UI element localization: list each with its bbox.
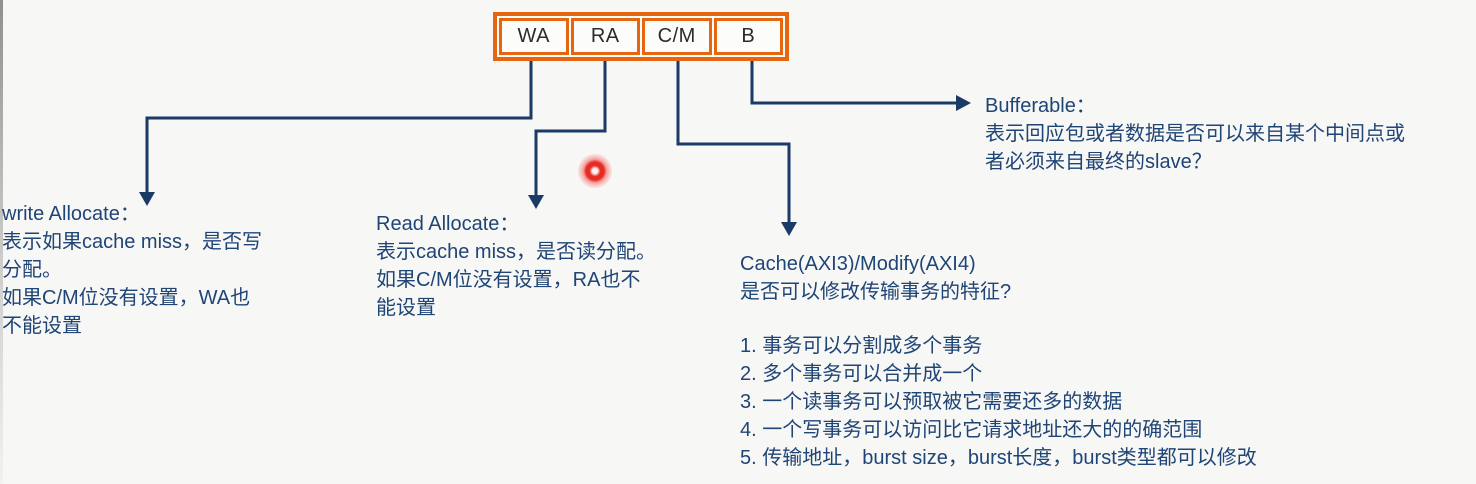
cache-modify-item: 2. 多个事务可以合并成一个 <box>740 363 983 385</box>
bufferable-title: Bufferable： <box>985 95 1096 117</box>
cm-connector-line <box>676 61 791 224</box>
cache-modify-item: 1. 事务可以分割成多个事务 <box>740 335 983 357</box>
axi-cache-bits-box-group: WA RA C/M B <box>493 12 789 61</box>
cache-modify-item-list: 1. 事务可以分割成多个事务 2. 多个事务可以合并成一个 3. 一个读事务可以… <box>740 332 1257 472</box>
bufferable-line: 表示回应包或者数据是否可以来自某个中间点或 <box>985 123 1405 145</box>
read-allocate-note: Read Allocate： 表示cache miss，是否读分配。 如果C/M… <box>376 210 656 322</box>
b-arrowhead <box>956 95 971 111</box>
cache-modify-note: Cache(AXI3)/Modify(AXI4) 是否可以修改传输事务的特征? … <box>740 250 1257 472</box>
box-ra-label: RA <box>590 25 620 47</box>
write-allocate-note: write Allocate： 表示如果cache miss，是否写 分配。 如… <box>2 200 262 340</box>
read-allocate-line: 能设置 <box>376 297 436 319</box>
cache-modify-subtitle: 是否可以修改传输事务的特征? <box>740 281 1012 303</box>
box-wa: WA <box>499 18 569 55</box>
read-allocate-line: 如果C/M位没有设置，RA也不 <box>376 269 641 291</box>
bufferable-line: 者必须来自最终的slave？ <box>985 151 1212 173</box>
read-allocate-line: 表示cache miss，是否读分配。 <box>376 241 657 263</box>
box-wa-label: WA <box>517 25 550 47</box>
cache-modify-item: 3. 一个读事务可以预取被它需要还多的数据 <box>740 391 1123 413</box>
ra-arrowhead <box>528 195 544 209</box>
box-b: B <box>713 18 783 55</box>
write-allocate-title: write Allocate： <box>2 203 140 225</box>
box-cm: C/M <box>642 18 712 55</box>
cache-modify-title: Cache(AXI3)/Modify(AXI4) <box>740 253 976 275</box>
laser-pointer-dot <box>578 154 612 188</box>
write-allocate-line: 分配。 <box>2 259 62 281</box>
bufferable-note: Bufferable： 表示回应包或者数据是否可以来自某个中间点或 者必须来自最… <box>985 92 1405 176</box>
video-frame-edge <box>0 0 3 484</box>
box-ra: RA <box>570 18 640 55</box>
box-cm-label: C/M <box>657 25 696 47</box>
write-allocate-line: 如果C/M位没有设置，WA也 <box>2 287 251 309</box>
write-allocate-line: 不能设置 <box>2 315 82 337</box>
write-allocate-line: 表示如果cache miss，是否写 <box>2 231 263 253</box>
cache-modify-item: 5. 传输地址，burst size，burst长度，burst类型都可以修改 <box>740 447 1257 469</box>
wa-connector-line <box>145 61 533 194</box>
read-allocate-title: Read Allocate： <box>376 213 520 235</box>
box-b-label: B <box>741 25 756 47</box>
b-connector-line <box>750 61 957 105</box>
cache-modify-item: 4. 一个写事务可以访问比它请求地址还大的的确范围 <box>740 419 1203 441</box>
cm-arrowhead <box>781 222 797 236</box>
